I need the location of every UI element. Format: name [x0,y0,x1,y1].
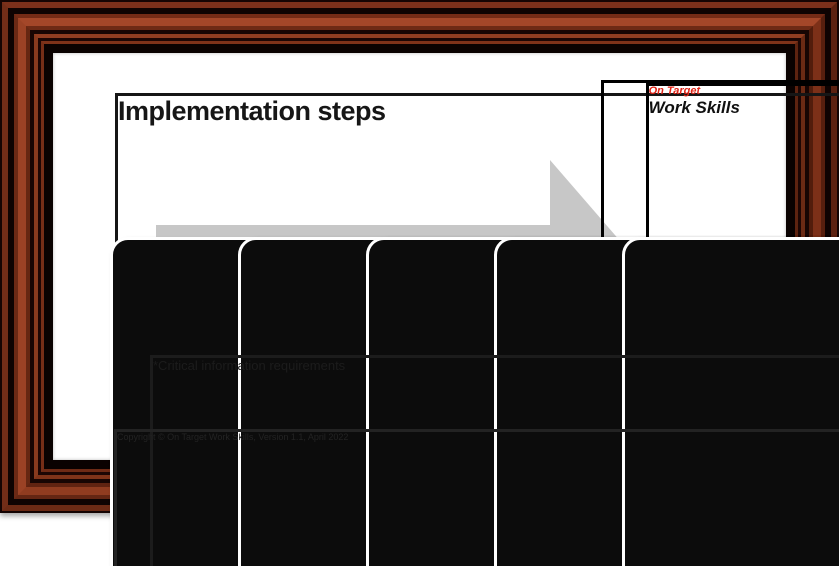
copyright-line: Copyright © On Target Work Skills, Versi… [114,429,839,566]
logo-line1: On Target [648,85,701,97]
presentation-slide: Implementation steps [53,53,839,566]
logo-line2: Work Skills [648,98,740,117]
step-box-5: Step 5 Implement and review the microcre… [622,237,839,566]
footnote: *Critical information requirements [150,355,839,566]
